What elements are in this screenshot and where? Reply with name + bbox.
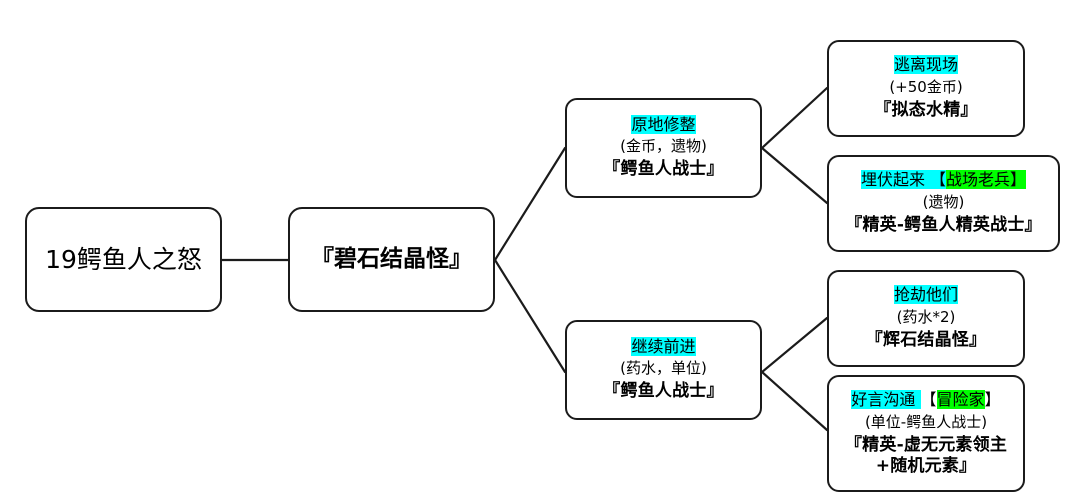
edge-branch-bottom-to-leaf-3 (760, 316, 829, 374)
node-root-label: 19鳄鱼人之怒 (45, 244, 202, 274)
node-leaf-escape-option: 逃离现场 (893, 55, 958, 75)
node-branch-top-option: 原地修整 (631, 114, 696, 135)
node-leaf-ambush[interactable]: 埋伏起来 【战场老兵】 (遗物) 『精英-鳄鱼人精英战士』 (827, 155, 1060, 252)
node-branch-top[interactable]: 原地修整 (金币，遗物) 『鳄鱼人战士』 (565, 98, 762, 198)
edge-branch-top-to-leaf-1 (760, 86, 829, 150)
node-encounter[interactable]: 『碧石结晶怪』 (288, 207, 495, 312)
option-highlight: 继续前进 (631, 336, 696, 356)
option-highlight: 埋伏起来 【 (860, 170, 947, 190)
node-leaf-rob-result: 『辉石结晶怪』 (865, 329, 987, 350)
node-leaf-ambush-result: 『精英-鳄鱼人精英战士』 (845, 214, 1042, 235)
option-tag-highlight: 战场老兵】 (946, 170, 1027, 190)
node-branch-bottom-option: 继续前进 (631, 336, 696, 357)
bracket-open: 【 (920, 390, 937, 410)
node-branch-bottom-result: 『鳄鱼人战士』 (603, 381, 724, 402)
node-leaf-rob[interactable]: 抢劫他们 (药水*2) 『辉石结晶怪』 (827, 270, 1025, 367)
node-leaf-rob-option: 抢劫他们 (893, 285, 958, 305)
node-leaf-negotiate-option: 好言沟通 【冒险家】 (851, 390, 1001, 410)
node-branch-bottom[interactable]: 继续前进 (药水，单位) 『鳄鱼人战士』 (565, 320, 762, 420)
node-leaf-negotiate-reward: (单位-鳄鱼人战士) (864, 412, 988, 431)
node-leaf-escape[interactable]: 逃离现场 (+50金币) 『拟态水精』 (827, 40, 1025, 137)
node-branch-top-result: 『鳄鱼人战士』 (603, 159, 724, 180)
node-encounter-label: 『碧石结晶怪』 (311, 245, 472, 272)
node-leaf-escape-reward: (+50金币) (889, 77, 963, 96)
option-highlight: 原地修整 (631, 114, 696, 134)
node-leaf-rob-reward: (药水*2) (896, 307, 956, 326)
node-leaf-escape-result: 『拟态水精』 (874, 99, 978, 120)
option-highlight: 好言沟通 (851, 390, 921, 410)
option-highlight: 逃离现场 (893, 55, 958, 75)
node-leaf-ambush-option: 埋伏起来 【战场老兵】 (860, 170, 1027, 190)
edge-branch-bottom-to-leaf-4 (760, 370, 829, 432)
edge-encounter-to-branch-top (493, 146, 567, 262)
edge-encounter-to-branch-bottom (493, 258, 567, 374)
bracket-close: 】 (984, 390, 1001, 410)
option-highlight: 抢劫他们 (893, 285, 958, 305)
edge-branch-top-to-leaf-2 (760, 146, 829, 205)
node-leaf-negotiate-result: 『精英-虚无元素领主+随机元素』 (844, 435, 1008, 476)
node-branch-bottom-reward: (药水，单位) (620, 359, 707, 378)
node-leaf-negotiate[interactable]: 好言沟通 【冒险家】 (单位-鳄鱼人战士) 『精英-虚无元素领主+随机元素』 (827, 375, 1025, 492)
node-branch-top-reward: (金币，遗物) (620, 137, 707, 156)
node-leaf-ambush-reward: (遗物) (922, 192, 965, 211)
option-tag-highlight: 冒险家 (936, 390, 985, 410)
node-root[interactable]: 19鳄鱼人之怒 (25, 207, 222, 312)
